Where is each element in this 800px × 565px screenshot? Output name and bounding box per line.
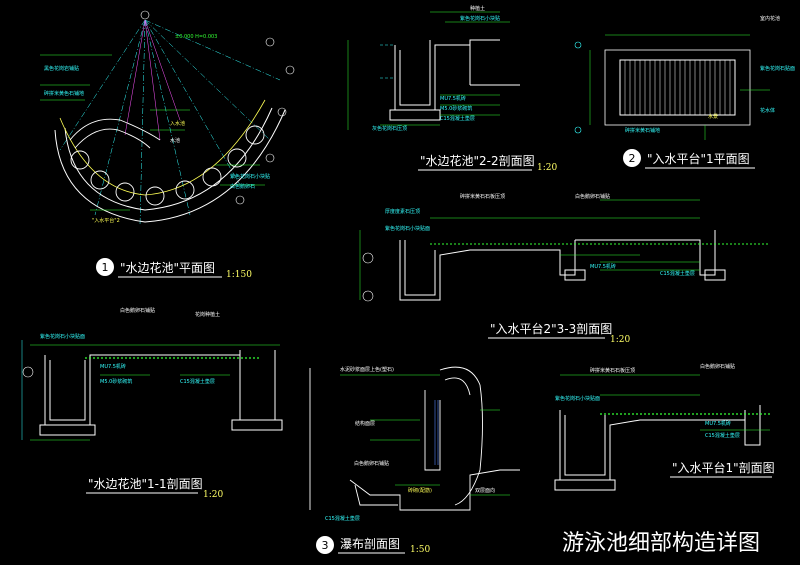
plan-platform-1: 室内花池 紫色花岗石贴面 水景 花水体 碎拼米黄石铺地 bbox=[574, 15, 795, 140]
anno-p1s-1: 碎拼米黄石石板压顶 bbox=[590, 367, 635, 374]
anno-plan-7: "入水平台"2 bbox=[92, 217, 120, 224]
d1-scale: 1:150 bbox=[226, 270, 252, 280]
title-block-d3: 2 "入水平台"1平面图 bbox=[623, 149, 755, 169]
d4-scale: 1:20 bbox=[610, 335, 630, 345]
anno-wf-4: 双层面向 bbox=[475, 487, 495, 494]
anno-wf-2: 白色鹅卵石铺贴 bbox=[354, 460, 389, 467]
anno-p1-1: 室内花池 bbox=[760, 15, 780, 22]
plan-water-planter: ±0.000 H=0.003 黑色花岗岩铺贴 碎拼米黄色石铺地 入水池 水池 紫… bbox=[40, 10, 295, 226]
anno-plan-3: 入水池 bbox=[170, 120, 185, 127]
anno-22-3: MU7.5机砖 bbox=[440, 95, 466, 102]
anno-11-3: 紫色花岗石小块贴面 bbox=[40, 333, 85, 340]
anno-wf-3: 砖砌(配筋) bbox=[408, 487, 432, 494]
anno-p1s-4: MU7.5机砖 bbox=[705, 420, 731, 427]
d2-title: "水边花池"2-2剖面图 bbox=[420, 153, 535, 168]
section-platform-1: 碎拼米黄石石板压顶 白色鹅卵石铺贴 紫色花岗石小块贴面 MU7.5机砖 C15混… bbox=[554, 363, 770, 491]
section-3-3: 碎拼米黄石石板压顶 白色鹅卵石铺贴 紫色花岗石小块贴面 厚度度素石压顶 MU7.… bbox=[359, 193, 770, 302]
section-waterfall: 水泥砂浆面层上色(塑石) 白色鹅卵石铺贴 砖砌(配筋) 双层面向 结构面层 C1… bbox=[309, 366, 520, 522]
anno-plan-5: 紫色花岗石小块贴 bbox=[230, 173, 270, 180]
anno-33-3: 紫色花岗石小块贴面 bbox=[385, 225, 430, 232]
anno-p1s-3: 紫色花岗石小块贴面 bbox=[555, 395, 600, 402]
anno-11-2: 花岗种植土 bbox=[195, 311, 220, 318]
title-block-d2: "水边花池"2-2剖面图 1:20 bbox=[418, 153, 557, 173]
d3-title: "入水平台"1平面图 bbox=[647, 151, 750, 166]
anno-p1-2: 紫色花岗石贴面 bbox=[760, 65, 795, 72]
d6-number: 3 bbox=[322, 539, 329, 552]
anno-22-4: M5.0砂浆砌筑 bbox=[440, 105, 472, 112]
anno-22-1: 种植土 bbox=[470, 5, 485, 12]
anno-11-5: M5.0砂浆砌筑 bbox=[100, 378, 132, 385]
anno-33-1: 碎拼米黄石石板压顶 bbox=[460, 193, 505, 200]
anno-p1s-5: C15混凝土垫层 bbox=[705, 432, 740, 439]
d1-number: 1 bbox=[102, 261, 109, 274]
d2-scale: 1:20 bbox=[537, 163, 557, 173]
anno-22-5: C15混凝土垫层 bbox=[440, 115, 475, 122]
title-block-d7: "入水平台1"剖面图 bbox=[670, 460, 775, 478]
anno-plan-2: 碎拼米黄色石铺地 bbox=[44, 90, 84, 97]
anno-33-2: 白色鹅卵石铺贴 bbox=[575, 193, 610, 200]
section-1-1: 白色鹅卵石铺贴 花岗种植土 紫色花岗石小块贴面 MU7.5机砖 M5.0砂浆砌筑… bbox=[21, 307, 283, 441]
anno-11-6: C15混凝土垫层 bbox=[180, 378, 215, 385]
anno-plan-1: 黑色花岗岩铺贴 bbox=[44, 65, 79, 72]
anno-plan-6: 白色鹅卵石 bbox=[230, 183, 255, 190]
anno-p1-5: 碎拼米黄石铺地 bbox=[625, 127, 660, 134]
anno-33-5: MU7.5机砖 bbox=[590, 263, 616, 270]
d5-scale: 1:20 bbox=[203, 490, 223, 500]
anno-22-2: 紫色花岗石小块贴 bbox=[460, 15, 500, 22]
sheet-title: 游泳池细部构造详图 bbox=[562, 531, 760, 556]
anno-wf-6: C15混凝土垫层 bbox=[325, 515, 360, 522]
anno-11-1: 白色鹅卵石铺贴 bbox=[120, 307, 155, 314]
anno-p1-4: 花水体 bbox=[760, 107, 775, 114]
title-block-d4: "入水平台2"3-3剖面图 1:20 bbox=[488, 321, 630, 345]
anno-33-6: C15混凝土垫层 bbox=[660, 270, 695, 277]
d3-number: 2 bbox=[629, 152, 636, 165]
d5-title: "水边花池"1-1剖面图 bbox=[88, 476, 203, 491]
d7-title: "入水平台1"剖面图 bbox=[672, 460, 775, 475]
anno-22-6: 灰色花岗石压顶 bbox=[372, 125, 407, 132]
anno-plan-4: 水池 bbox=[170, 137, 180, 144]
section-2-2: 种植土 紫色花岗石小块贴 MU7.5机砖 M5.0砂浆砌筑 C15混凝土垫层 灰… bbox=[347, 5, 520, 132]
svg-text:±0.000 H=0.003: ±0.000 H=0.003 bbox=[175, 34, 217, 40]
anno-wf-1: 水泥砂浆面层上色(塑石) bbox=[340, 366, 394, 373]
anno-wf-5: 结构面层 bbox=[355, 420, 375, 427]
anno-33-4: 厚度度素石压顶 bbox=[385, 208, 420, 215]
anno-11-4: MU7.5机砖 bbox=[100, 363, 126, 370]
title-block-d6: 3 瀑布剖面图 1:50 bbox=[316, 536, 430, 555]
title-block-d1: 1 "水边花池"平面图 1:150 bbox=[96, 258, 252, 280]
anno-p1s-2: 白色鹅卵石铺贴 bbox=[700, 363, 735, 370]
title-block-d5: "水边花池"1-1剖面图 1:20 bbox=[86, 476, 223, 500]
d6-scale: 1:50 bbox=[410, 545, 430, 555]
d6-title: 瀑布剖面图 bbox=[340, 537, 400, 551]
d1-title: "水边花池"平面图 bbox=[120, 260, 215, 275]
anno-p1-3: 水景 bbox=[708, 113, 718, 120]
d4-title: "入水平台2"3-3剖面图 bbox=[490, 321, 612, 336]
